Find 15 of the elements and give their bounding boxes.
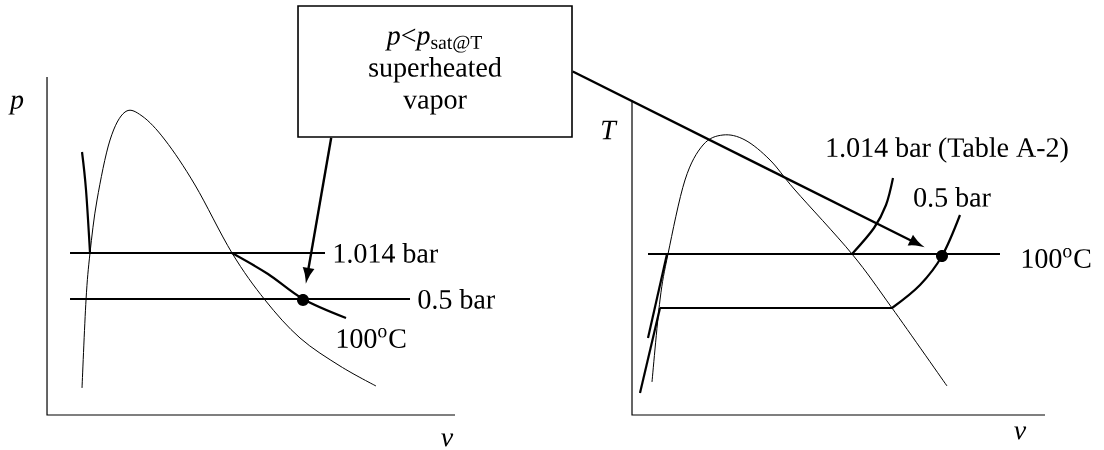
axis-label: v bbox=[1014, 426, 1027, 440]
isobar-label: 1.014 bar bbox=[334, 243, 438, 263]
arrow bbox=[303, 137, 333, 281]
isobar-label: 0.5 bar bbox=[418, 289, 495, 309]
axis-label: v bbox=[441, 433, 454, 447]
state-point bbox=[936, 250, 948, 262]
axis-label: T bbox=[602, 120, 618, 140]
isobar-label: 0.5 bar bbox=[914, 187, 991, 207]
isotherm-label: 100$^{o}$C bbox=[337, 328, 406, 348]
axis-label: p bbox=[8, 95, 24, 115]
state-point bbox=[297, 294, 309, 306]
isotherm-label: 100$^{o}$C bbox=[1022, 248, 1091, 268]
arrow bbox=[572, 70, 922, 247]
text-box: p<p$_{sat@T}$ superheated vapor bbox=[297, 5, 573, 138]
isobar-label: 1.014 bar (Table A-2) bbox=[827, 137, 1068, 163]
